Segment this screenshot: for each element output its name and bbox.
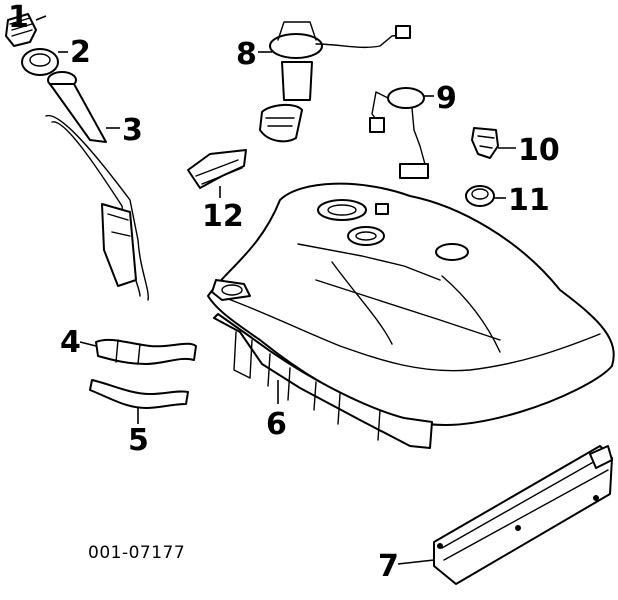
- fuel-hose: [95, 338, 197, 365]
- fuel-tank: [207, 182, 615, 449]
- callout-1: 1: [8, 0, 29, 35]
- filler-pipe: [45, 71, 149, 301]
- callout-6: 6: [266, 407, 287, 442]
- callout-2: 2: [70, 35, 91, 70]
- callout-10: 10: [518, 133, 560, 168]
- filler-neck-gasket: [21, 48, 59, 76]
- leader-4: [79, 341, 97, 347]
- leader-7: [397, 559, 435, 565]
- callout-9: 9: [436, 81, 457, 116]
- callout-7: 7: [378, 549, 399, 584]
- leader-1: [35, 15, 47, 21]
- heat-shield: [433, 445, 613, 585]
- check-valve: [471, 127, 499, 159]
- breather-hose: [89, 379, 189, 409]
- grommet: [465, 185, 495, 207]
- fuel-gauge-sending-unit: [369, 87, 429, 179]
- callout-12: 12: [202, 199, 244, 234]
- fuel-pump-assembly: [259, 21, 411, 143]
- diagram-reference-code: 001-07177: [88, 543, 185, 563]
- mounting-bracket: [187, 149, 247, 189]
- callout-8: 8: [236, 37, 257, 72]
- callout-3: 3: [122, 113, 143, 148]
- fuel-cap: [5, 13, 37, 47]
- callout-4: 4: [60, 325, 81, 360]
- callout-11: 11: [508, 183, 550, 218]
- callout-5: 5: [128, 423, 149, 458]
